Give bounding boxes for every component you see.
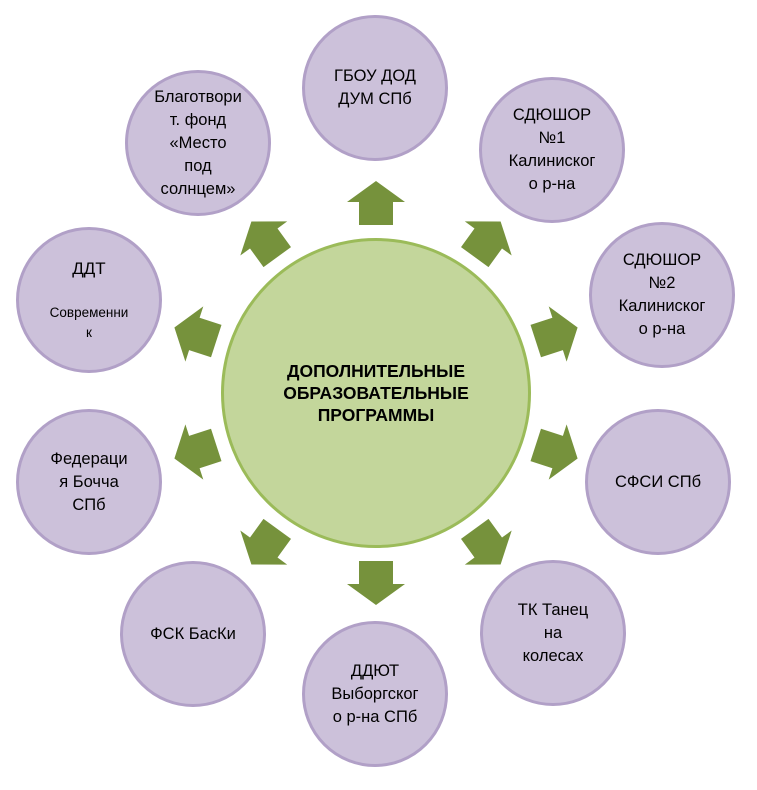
node-label: ГБОУ ДОД ДУМ СПб xyxy=(334,67,416,108)
arrow-icon xyxy=(347,561,405,605)
center-label: ДОПОЛНИТЕЛЬНЫЕ ОБРАЗОВАТЕЛЬНЫЕ ПРОГРАММЫ xyxy=(283,361,469,425)
node-sdyushor-1: СДЮШОР №1 Калиниског о р-на xyxy=(479,77,625,223)
arrow-icon xyxy=(174,424,222,480)
node-ddyut: ДДЮТ Выборгског о р-на СПб xyxy=(302,621,448,767)
arrow-icon xyxy=(461,518,512,565)
arrow-icon xyxy=(240,518,291,565)
node-ddt: ДДТ Современни к xyxy=(16,227,162,373)
node-fsk-baski: ФСК БасКи xyxy=(120,561,266,707)
arrow-icon xyxy=(530,424,578,480)
arrow-icon xyxy=(174,306,222,362)
node-label: ДДЮТ Выборгског о р-на СПб xyxy=(331,661,419,726)
node-label: Благотвори т. фонд «Место под солнцем» xyxy=(154,87,242,198)
node-tk-tanets: ТК Танец на колесах xyxy=(480,560,626,706)
node-federatsiya-bochcha: Федераци я Бочча СПб xyxy=(16,409,162,555)
arrow-icon xyxy=(530,306,578,362)
node-label: ДДТ Современни к xyxy=(33,234,145,366)
node-label: СФСИ СПб xyxy=(614,472,702,491)
node-label-main: ДДТ xyxy=(72,259,106,278)
arrow-icon xyxy=(461,221,512,268)
node-sfsi: СФСИ СПб xyxy=(585,409,731,555)
node-label: СДЮШОР №1 Калиниског о р-на xyxy=(508,106,596,193)
node-sdyushor-2: СДЮШОР №2 Калиниског о р-на xyxy=(589,222,735,368)
node-label: Федераци я Бочча СПб xyxy=(50,449,128,514)
node-label: ФСК БасКи xyxy=(150,624,236,643)
center-circle: ДОПОЛНИТЕЛЬНЫЕ ОБРАЗОВАТЕЛЬНЫЕ ПРОГРАММЫ xyxy=(221,238,531,548)
node-label: СДЮШОР №2 Калиниског о р-на xyxy=(618,251,706,338)
node-label: ТК Танец на колесах xyxy=(517,600,589,665)
node-label-sub: Современни к xyxy=(49,305,129,340)
arrow-icon xyxy=(240,221,291,268)
node-gbou-dod-dum: ГБОУ ДОД ДУМ СПб xyxy=(302,15,448,161)
arrow-icon xyxy=(347,181,405,225)
node-blagotvorit-fond: Благотвори т. фонд «Место под солнцем» xyxy=(125,70,271,216)
